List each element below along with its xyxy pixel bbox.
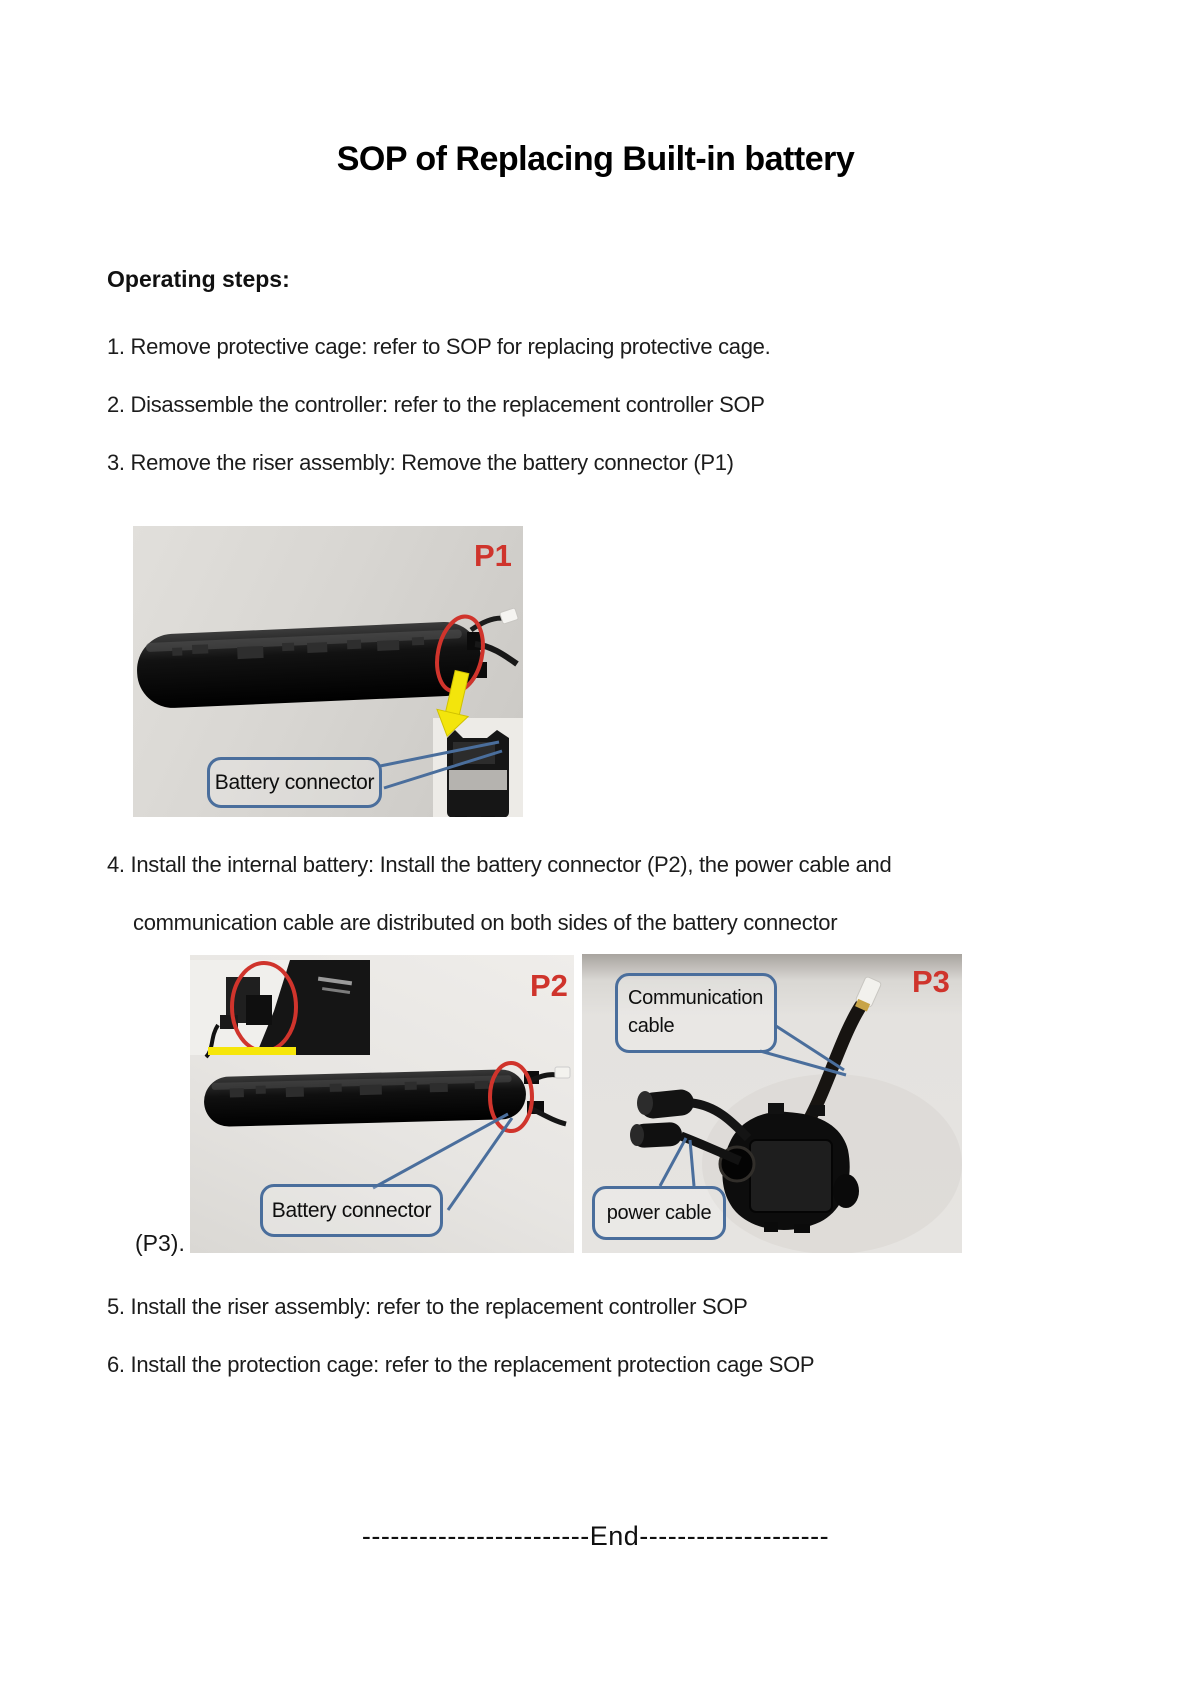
- step-3: 3. Remove the riser assembly: Remove the…: [107, 450, 734, 475]
- wire: [530, 1106, 567, 1127]
- white-connector: [554, 1066, 571, 1079]
- photo-label-p3: P3: [912, 964, 950, 999]
- callout-pointer-line: [383, 749, 503, 790]
- step-6: 6. Install the protection cage: refer to…: [107, 1352, 815, 1377]
- callout-pointer-line: [688, 1139, 696, 1187]
- battery-cylinder: [137, 622, 481, 708]
- operating-steps-heading: Operating steps:: [107, 266, 290, 292]
- callout-pointer-line: [658, 1137, 688, 1187]
- step-4-line2: communication cable are distributed on b…: [133, 910, 838, 935]
- figure-p1-graphics: [137, 607, 523, 817]
- communication-cable-callout: Communication cable: [615, 973, 777, 1053]
- callout-pointer-line: [379, 740, 500, 768]
- power-cable-connectors: [630, 1089, 752, 1166]
- p3-reference-note: (P3).: [135, 1230, 185, 1256]
- step-1: 1. Remove protective cage: refer to SOP …: [107, 334, 771, 359]
- figure-p1-photo: P1 Battery connector: [133, 526, 523, 817]
- page-title: SOP of Replacing Built-in battery: [336, 140, 855, 178]
- step-2: 2. Disassemble the controller: refer to …: [107, 392, 765, 417]
- battery-connector-part: [447, 730, 509, 817]
- battery-cylinder: [204, 1069, 526, 1127]
- yellow-arrow-icon: [436, 669, 470, 738]
- red-circle-annotation: [488, 1061, 534, 1133]
- photo-label-p1: P1: [474, 538, 512, 573]
- step-4-line1: 4. Install the internal battery: Install…: [107, 852, 892, 877]
- yellow-underline-annotation: [208, 1047, 296, 1055]
- figure-p3-graphics: [630, 976, 962, 1253]
- callout-pointer-line: [759, 1049, 847, 1077]
- riser-assembly: [718, 1103, 859, 1233]
- battery-connector-callout: Battery connector: [207, 757, 382, 808]
- closeup-inset: [190, 960, 370, 1059]
- figure-p3-photo: P3 Communication cable power cable: [582, 954, 962, 1253]
- battery-connector-callout: Battery connector: [260, 1184, 443, 1237]
- callout-pointer-line: [372, 1112, 509, 1190]
- figure-p2-photo: P2 Battery connector: [190, 955, 574, 1253]
- cable-tip-connector: [855, 976, 882, 1012]
- callout-pointer-line: [775, 1024, 845, 1072]
- figure-p2-graphics: [190, 960, 571, 1211]
- step-5: 5. Install the riser assembly: refer to …: [107, 1294, 748, 1319]
- white-connector: [499, 607, 519, 625]
- wire: [474, 641, 519, 667]
- end-divider: ------------------------End-------------…: [361, 1521, 830, 1551]
- photo-label-p2: P2: [530, 968, 568, 1003]
- callout-pointer-line: [446, 1117, 514, 1211]
- power-cable-callout: power cable: [592, 1186, 726, 1240]
